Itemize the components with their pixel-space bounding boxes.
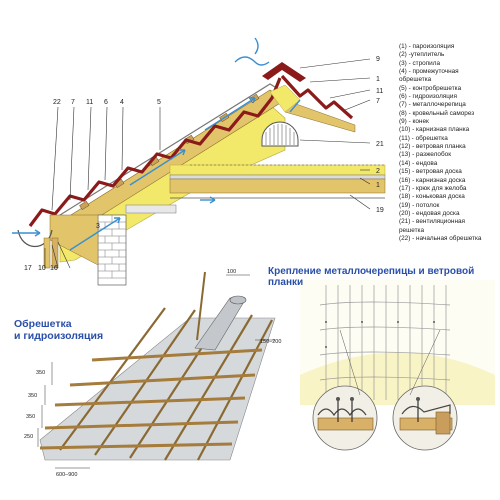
- legend-item: обрешетка: [399, 76, 432, 84]
- legend-item: (4) - промежуточная: [399, 68, 459, 76]
- legend-item: (10) - карнизная планка: [399, 126, 470, 134]
- legend-item: (11) - обрешетка: [399, 134, 448, 142]
- legend-item: (1) - пароизоляция: [399, 43, 455, 50]
- legend-item: (19) - потолок: [399, 201, 440, 209]
- callout-2: 2: [376, 168, 380, 175]
- fastening-title: Крепление металлочерепицы и ветровой пла…: [268, 266, 475, 288]
- callout-19: 19: [376, 207, 384, 214]
- dim-250: 250: [24, 434, 33, 440]
- zoom-detail-tile: [312, 329, 378, 451]
- legend-item: (6) - гидроизоляция: [399, 93, 457, 101]
- legend-item: (3) - стропила: [399, 59, 441, 67]
- legend-item: (13) - разжелобок: [399, 151, 451, 159]
- brick-wall: [97, 204, 177, 286]
- legend-item: (21) - вентиляционная: [399, 218, 465, 226]
- legend-item: (22) - начальная обрешетка: [399, 234, 482, 242]
- gutter: [17, 229, 53, 247]
- dim-350-c: 350: [26, 414, 35, 420]
- dim-100: 100: [227, 269, 236, 275]
- airflow-arrows: [12, 37, 301, 251]
- battens-title-line2: и гидроизоляция: [14, 330, 104, 342]
- callout-16: 16: [50, 265, 58, 272]
- legend: (1) - пароизоляция(2) -утеплитель(3) - с…: [399, 43, 499, 243]
- callout-21: 21: [376, 141, 384, 148]
- legend-item: (17) - крюк для желоба: [399, 184, 467, 192]
- dim-600-900: 600–900: [56, 472, 77, 478]
- callout-17: 17: [24, 265, 32, 272]
- callout-7-right: 7: [376, 98, 380, 105]
- callout-22: 22: [53, 99, 61, 106]
- legend-item: (12) - ветровая планка: [399, 143, 466, 151]
- membrane-roll: [194, 271, 247, 351]
- callout-1-top: 1: [376, 76, 380, 83]
- callout-11: 11: [86, 99, 93, 106]
- legend-item: (16) - карнизная доска: [399, 176, 466, 184]
- fastening-diagram: [300, 280, 495, 451]
- callout-3: 3: [96, 223, 100, 230]
- ridge-cap: [262, 62, 306, 82]
- legend-item: (15) - ветровая доска: [399, 168, 462, 176]
- battens-title: Обрешетка и гидроизоляция: [14, 318, 103, 342]
- legend-item: (9) - конек: [399, 118, 429, 126]
- legend-item: (8) - кровельный саморез: [399, 109, 475, 117]
- callout-6: 6: [104, 99, 108, 106]
- legend-item: (20) - ендовая доска: [399, 209, 460, 217]
- dim-350-a: 350: [36, 370, 45, 376]
- legend-item: (7) - металлочерепица: [399, 101, 466, 109]
- callout-5: 5: [157, 99, 161, 106]
- callout-7: 7: [71, 99, 75, 106]
- callout-10: 10: [38, 265, 46, 272]
- callout-9: 9: [376, 56, 380, 63]
- callout-11-right: 11: [376, 88, 383, 95]
- battens-diagram: 100 150–200 350 350 350 250 600–900: [24, 269, 281, 478]
- dim-350-b: 350: [28, 393, 37, 399]
- callout-1-ceiling: 1: [376, 182, 380, 189]
- callout-4: 4: [120, 99, 124, 106]
- battens-title-line1: Обрешетка: [14, 318, 72, 330]
- dim-150-200: 150–200: [260, 339, 281, 345]
- legend-item: (14) - ендова: [399, 159, 438, 167]
- ventilation-grille: [261, 121, 299, 147]
- legend-item: (18) - коньковая доска: [399, 193, 465, 201]
- legend-item: (2) -утеплитель: [399, 51, 445, 59]
- legend-item: (5) - контробрешетка: [399, 84, 462, 92]
- roof-section: 22 7 11 6 4 5 9 1 11 7 21 2 1 19 3 17 10…: [12, 37, 386, 286]
- zoom-detail-windboard: [392, 329, 458, 451]
- legend-item: решетка: [399, 226, 424, 234]
